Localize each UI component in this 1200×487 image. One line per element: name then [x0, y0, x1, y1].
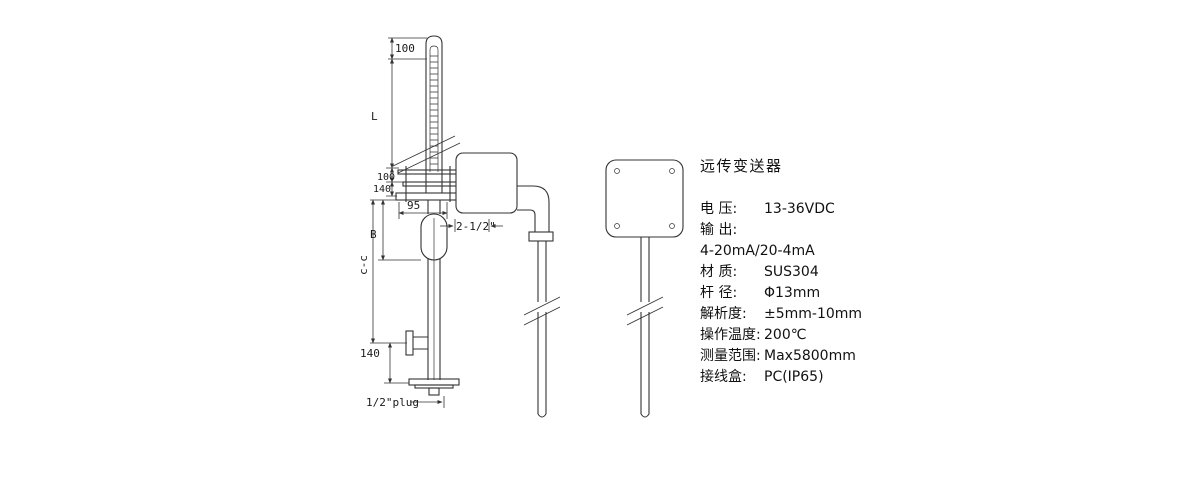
- level-gauge-figure: 100 L 100 140 95 2-1/2" B c-c 140 1/2"pl…: [357, 35, 561, 418]
- dim-label-95: 95: [407, 199, 420, 212]
- spec-value: Max5800mm: [764, 348, 856, 364]
- spec-label: 电 压:: [700, 201, 738, 217]
- spec-value: Φ13mm: [764, 285, 821, 301]
- bottom-flange: [408, 378, 460, 396]
- spec-row-voltage: 电 压: 13-36VDC: [700, 199, 862, 220]
- dim-label-top-100: 100: [395, 42, 415, 55]
- dim-label-bottom-140: 140: [360, 347, 380, 360]
- tube-break-lines: [392, 135, 461, 174]
- dim-label-cc: c-c: [357, 255, 370, 275]
- spec-value: 13-36VDC: [764, 201, 835, 217]
- dim-label-L: L: [371, 110, 378, 123]
- dimension-lines: [370, 37, 503, 408]
- dim-label-plug: 1/2"plug: [366, 396, 419, 409]
- gauge-tube: [392, 35, 461, 193]
- rod-break-lines: [626, 296, 664, 326]
- junction-box: [605, 159, 684, 238]
- spec-row-output-range: 4-20mA/20-4mA: [700, 241, 862, 262]
- spec-row-rod-diameter: 杆 径: Φ13mm: [700, 283, 862, 304]
- spec-label: 操作温度:: [700, 327, 761, 343]
- spec-value: SUS304: [764, 264, 819, 280]
- spec-row-junction-box: 接线盒: PC(IP65): [700, 367, 862, 388]
- spec-value: ±5mm-10mm: [764, 306, 863, 322]
- signal-cable: [517, 185, 561, 418]
- junction-box-screws: [614, 168, 675, 229]
- dim-label-mid-140: 140: [373, 184, 391, 195]
- drain-plug: [428, 387, 440, 396]
- spec-row-material: 材 质: SUS304: [700, 262, 862, 283]
- spec-label: 输 出:: [700, 222, 738, 238]
- spec-row-resolution: 解析度: ±5mm-10mm: [700, 304, 862, 325]
- spec-label: 材 质:: [700, 264, 738, 280]
- spec-rows: 电 压: 13-36VDC 输 出: 4-20mA/20-4mA 材 质: SUS3…: [700, 199, 862, 388]
- spec-title: 远传变送器: [700, 157, 783, 175]
- junction-box-figure: [605, 159, 684, 418]
- float-chamber: [420, 200, 448, 380]
- transmitter-head: [455, 152, 518, 214]
- spec-label: 4-20mA/20-4mA: [700, 243, 815, 259]
- spec-panel: 远传变送器 电 压: 13-36VDC 输 出: 4-20mA/20-4mA 材 …: [700, 158, 862, 388]
- cable-break-lines: [523, 296, 561, 326]
- spec-label: 接线盒:: [700, 369, 747, 385]
- spec-row-measure-range: 测量范围:Max5800mm: [700, 346, 862, 367]
- flange-bolts: [405, 166, 451, 202]
- flange-assembly: [395, 166, 459, 202]
- spec-row-output: 输 出:: [700, 220, 862, 241]
- spec-row-operating-temp: 操作温度:200℃: [700, 325, 862, 346]
- spec-value: PC(IP65): [764, 369, 824, 385]
- side-connection: [405, 330, 428, 356]
- cable-gland: [528, 231, 554, 242]
- spec-label: 解析度:: [700, 306, 747, 322]
- dim-label-B: B: [370, 228, 377, 241]
- spec-value: 200℃: [764, 327, 807, 343]
- sensor-rod: [626, 237, 664, 418]
- dim-label-mid-100: 100: [377, 172, 395, 183]
- spec-label: 测量范围:: [700, 348, 761, 364]
- dim-label-nozzle: 2-1/2": [456, 220, 496, 233]
- spec-label: 杆 径:: [700, 285, 738, 301]
